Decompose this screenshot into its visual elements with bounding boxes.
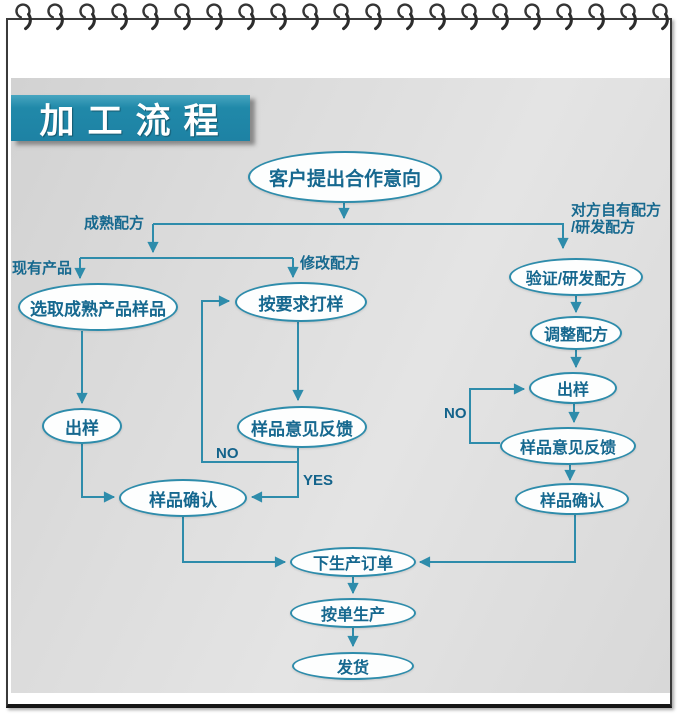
branch-label-modify-formula: 修改配方: [300, 255, 361, 272]
flow-node-sample-out-left: 出样: [42, 408, 122, 444]
flow-node-verify-develop-formula: 验证/研发配方: [509, 258, 643, 296]
flow-node-ship: 发货: [292, 652, 414, 680]
binder-ring-icon: [46, 3, 64, 31]
binder-ring-icon: [237, 3, 255, 31]
flow-node-sample-out-right: 出样: [529, 372, 617, 404]
branch-label-mature-formula: 成熟配方: [84, 215, 145, 232]
binder-ring-icon: [523, 3, 541, 31]
binder-ring-icon: [332, 3, 350, 31]
title-banner: 加工流程: [11, 95, 250, 142]
branch-label-own-formula-line2: /研发配方: [571, 219, 636, 236]
binder-ring-icon: [428, 3, 446, 31]
flow-node-customer-intent: 客户提出合作意向: [248, 151, 442, 203]
flow-node-production-order: 下生产订单: [290, 547, 416, 577]
flow-node-produce-per-order: 按单生产: [290, 598, 416, 628]
binder-ring-icon: [301, 3, 319, 31]
binder-ring-icon: [491, 3, 509, 31]
flow-node-sample-confirm-left: 样品确认: [119, 479, 247, 517]
flow-node-sample-feedback-mid: 样品意见反馈: [237, 406, 367, 448]
branch-label-own-formula: 对方自有配方 /研发配方: [571, 202, 661, 236]
spiral-binding: [14, 3, 669, 31]
binder-ring-icon: [651, 3, 669, 31]
gate-label-yes-mid: YES: [303, 472, 334, 489]
flow-node-sample-on-request: 按要求打样: [235, 282, 367, 322]
binder-ring-icon: [205, 3, 223, 31]
flow-node-select-mature-sample: 选取成熟产品样品: [18, 283, 178, 331]
flow-node-sample-confirm-right: 样品确认: [515, 483, 629, 515]
flow-node-adjust-formula: 调整配方: [530, 316, 622, 350]
binder-ring-icon: [364, 3, 382, 31]
binder-ring-icon: [141, 3, 159, 31]
binder-ring-icon: [619, 3, 637, 31]
binder-ring-icon: [269, 3, 287, 31]
flow-node-sample-feedback-right: 样品意见反馈: [500, 427, 636, 465]
binder-ring-icon: [110, 3, 128, 31]
gate-label-no-mid: NO: [216, 445, 239, 462]
binder-ring-icon: [173, 3, 191, 31]
page-title: 加工流程: [39, 100, 232, 142]
binder-ring-icon: [396, 3, 414, 31]
branch-label-existing-product: 现有产品: [12, 260, 73, 277]
branch-label-own-formula-line1: 对方自有配方: [571, 202, 662, 219]
binder-ring-icon: [14, 3, 32, 31]
binder-ring-icon: [78, 3, 96, 31]
binder-ring-icon: [555, 3, 573, 31]
binder-ring-icon: [587, 3, 605, 31]
gate-label-no-right: NO: [444, 405, 467, 422]
binder-ring-icon: [460, 3, 478, 31]
